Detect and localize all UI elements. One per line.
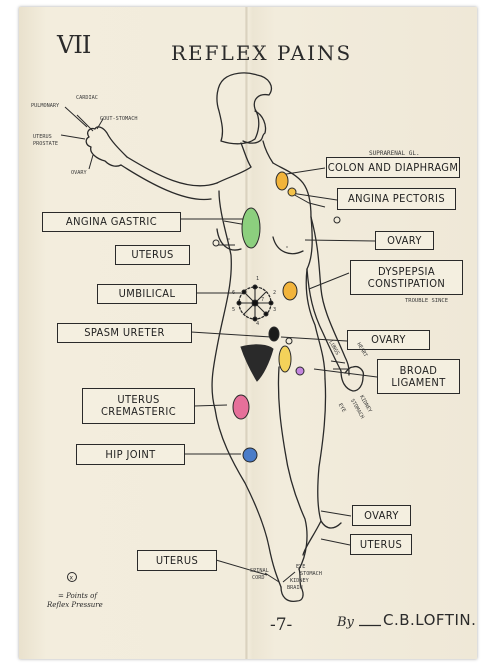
box-spasm-ureter: SPASM URETER bbox=[57, 323, 192, 343]
abdomen-point-1: 1 bbox=[256, 276, 259, 282]
point-orange-abdomen bbox=[283, 282, 297, 300]
face-outline bbox=[243, 111, 266, 143]
label-suprarenal: SUPRARENAL GL. bbox=[369, 150, 420, 157]
foot-note-brain: BRAIN bbox=[287, 585, 303, 591]
label-gout-stomach: GOUT-STOMACH bbox=[100, 116, 137, 122]
label-trouble-since: TROUBLE SINCE bbox=[405, 298, 448, 304]
abdomen-point-3: 3 bbox=[273, 307, 276, 313]
foot-note-cord: CORD bbox=[252, 575, 265, 581]
point-black-groin bbox=[269, 327, 279, 341]
point-yellow-shoulder bbox=[288, 188, 296, 196]
signature-dash bbox=[359, 624, 381, 627]
shoulder-left bbox=[217, 167, 251, 183]
box-ovary-upper: OVARY bbox=[375, 231, 434, 250]
label-pulmonary: PULMONARY bbox=[31, 103, 59, 109]
point-purple-hip bbox=[296, 367, 304, 375]
left-hand-outline bbox=[86, 127, 127, 166]
point-orange-shoulder bbox=[276, 172, 288, 190]
point-green-chest bbox=[242, 208, 260, 248]
neck-outline bbox=[241, 141, 273, 167]
abdomen-point-5: 5 bbox=[232, 307, 235, 313]
foot-note-kidney: KIDNEY bbox=[290, 578, 309, 584]
foot-note-stomach: STOMACH bbox=[300, 571, 322, 577]
box-broad-ligament: BROAD LIGAMENT bbox=[377, 359, 460, 394]
box-dyspepsia-constipation: DYSPEPSIA CONSTIPATION bbox=[350, 260, 463, 295]
legend-line-1: = Points of bbox=[58, 592, 97, 600]
label-prostate-hand: PROSTATE bbox=[33, 141, 58, 147]
by-label: By bbox=[337, 615, 354, 630]
chapter-number: VII bbox=[57, 31, 90, 59]
box-umbilical: UMBILICAL bbox=[97, 284, 197, 304]
abdomen-point-6: 6 bbox=[232, 290, 235, 296]
label-uterus-hand: UTERUS bbox=[33, 134, 52, 140]
page-number: -7- bbox=[270, 615, 292, 635]
breast-right bbox=[273, 237, 303, 254]
reflex-points: x bbox=[68, 172, 341, 582]
abdomen-point-7: 7 bbox=[261, 297, 264, 303]
hair-outline bbox=[217, 73, 271, 144]
label-cardiac: CARDIAC bbox=[76, 95, 98, 101]
foot-note-eye: EYE bbox=[296, 564, 305, 570]
point-pink-thigh bbox=[233, 395, 249, 419]
foot-note-spinal: SPINAL bbox=[250, 568, 269, 574]
torso-left bbox=[212, 191, 231, 409]
box-uterus-upper: UTERUS bbox=[115, 245, 190, 265]
box-uterus-bottom: UTERUS bbox=[137, 550, 217, 571]
box-uterus-cremasteric: UTERUS CREMASTERIC bbox=[82, 388, 195, 424]
pubic-area bbox=[241, 345, 273, 381]
foot-upper bbox=[303, 521, 321, 555]
drawing-page: x VII REFLEX PAINS PULMONARY CARDIAC GOU… bbox=[19, 7, 477, 659]
box-hip-joint: HIP JOINT bbox=[76, 444, 185, 465]
right-hand-outline bbox=[341, 367, 363, 391]
svg-text:x: x bbox=[70, 575, 74, 582]
point-blue-knee bbox=[243, 448, 257, 462]
abdomen-point-2: 2 bbox=[273, 290, 276, 296]
page-title: REFLEX PAINS bbox=[171, 41, 352, 65]
box-ovary-lower: OVARY bbox=[352, 505, 411, 526]
label-ovary-hand: OVARY bbox=[71, 170, 87, 176]
box-uterus-lower: UTERUS bbox=[350, 534, 412, 555]
raised-arm-upper bbox=[121, 157, 217, 200]
box-angina-gastric: ANGINA GASTRIC bbox=[42, 212, 181, 232]
point-yellow-hip bbox=[279, 346, 291, 372]
leg-right-outer bbox=[318, 379, 341, 528]
legend-line-2: Reflex Pressure bbox=[47, 601, 103, 609]
author-signature: C.B.LOFTIN. bbox=[383, 611, 476, 629]
abdomen-point-4: 4 bbox=[256, 321, 259, 327]
hip-left bbox=[215, 409, 281, 587]
leg-left-inner bbox=[278, 367, 307, 569]
box-colon-diaphragm: COLON AND DIAPHRAGM bbox=[326, 157, 460, 178]
box-angina-pectoris: ANGINA PECTORIS bbox=[337, 188, 456, 210]
